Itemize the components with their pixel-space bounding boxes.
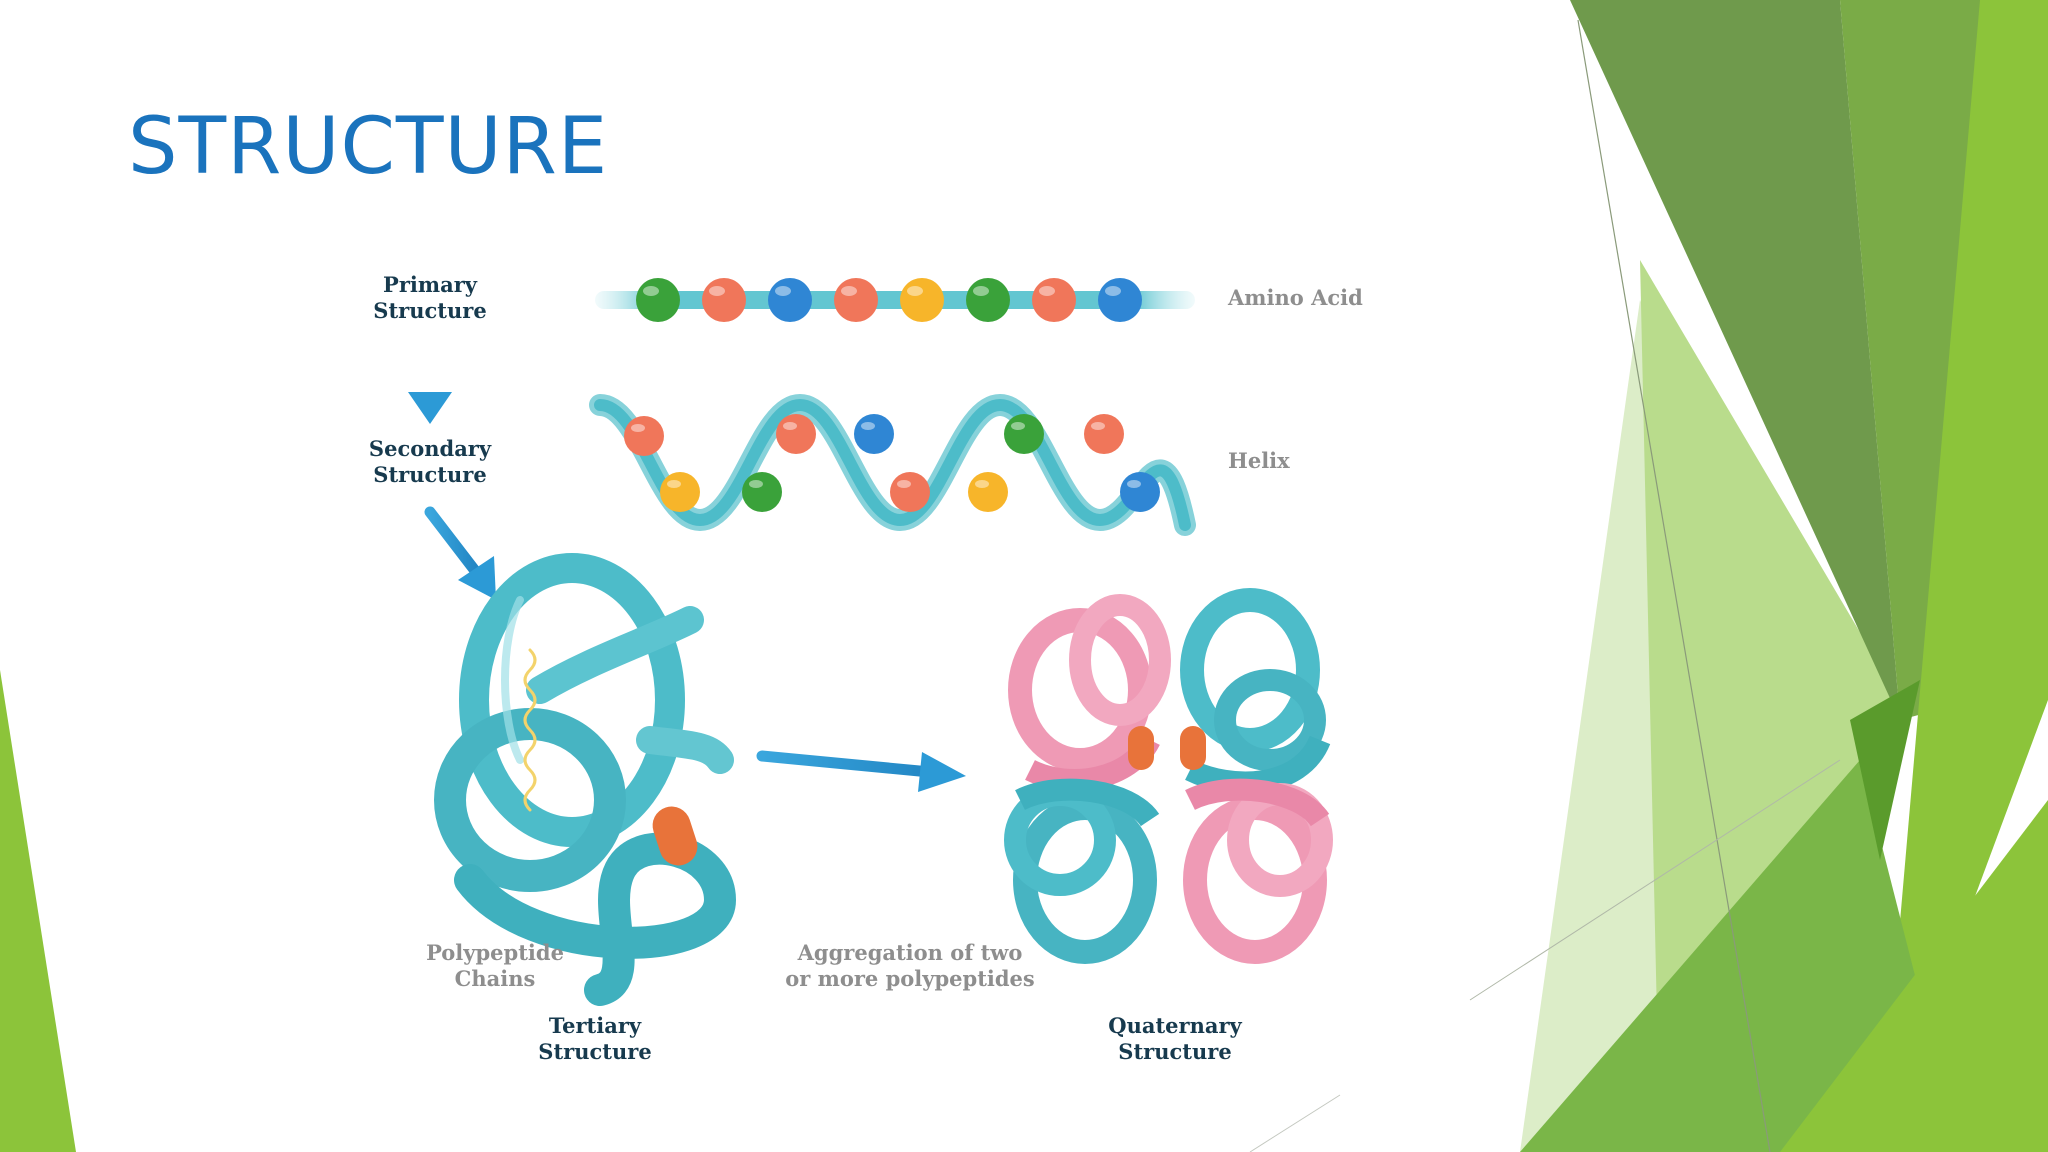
amino-acid-bead <box>636 278 680 322</box>
tertiary-orange-capsule <box>652 806 698 866</box>
right-dark-green-shape <box>1850 680 1920 860</box>
helix-bead <box>624 416 664 456</box>
quaternary-capsule-1 <box>1128 726 1154 770</box>
primary-structure-label: Primary Structure <box>340 272 520 324</box>
thin-line-1 <box>1577 19 1771 1152</box>
tertiary-right-tail <box>636 726 734 774</box>
amino-acid-bead <box>768 278 812 322</box>
helix-bead <box>854 414 894 454</box>
secondary-structure-label: Secondary Structure <box>340 436 520 488</box>
tertiary-highlight <box>501 596 524 764</box>
helix-bead <box>968 472 1008 512</box>
helix-bead <box>776 414 816 454</box>
secondary-to-tertiary-arrow <box>424 506 496 600</box>
primary-to-secondary-arrow <box>408 334 452 424</box>
helix-ribbon-front <box>594 398 1191 531</box>
tertiary-loop-left <box>434 708 626 892</box>
tertiary-to-quaternary-arrow <box>756 750 966 792</box>
tertiary-structure-label: Tertiary Structure <box>500 1013 690 1065</box>
tertiary-crossing-band <box>526 606 704 704</box>
amino-acid-label: Amino Acid <box>1228 285 1363 310</box>
amino-acid-beads <box>636 278 1142 322</box>
quaternary-subunit-top-left <box>1008 594 1171 791</box>
left-green-shape <box>0 670 76 1152</box>
primary-label-line2: Structure <box>373 298 487 323</box>
right-bottom-lime-shape <box>1780 800 2048 1152</box>
quaternary-subunit-bottom-left <box>1004 778 1160 964</box>
primary-label-line1: Primary <box>383 272 477 297</box>
helix-ribbon <box>589 393 1196 536</box>
tertiary-label-line1: Tertiary <box>548 1013 642 1038</box>
helix-bead <box>1004 414 1044 454</box>
tertiary-label-line2: Structure <box>538 1039 652 1064</box>
thin-line-2 <box>1469 759 1841 1001</box>
aggregation-line1: Aggregation of two <box>797 940 1023 965</box>
helix-bead <box>1084 414 1124 454</box>
secondary-label-line1: Secondary <box>368 436 492 461</box>
right-lower-green-shape <box>1520 760 1960 1152</box>
polypeptide-line1: Polypeptide <box>426 940 564 965</box>
quaternary-structure-label: Quaternary Structure <box>1080 1013 1270 1065</box>
polypeptide-chains-label: Polypeptide Chains <box>400 940 590 992</box>
helix-bead <box>1120 472 1160 512</box>
amino-acid-bead <box>900 278 944 322</box>
secondary-label-line2: Structure <box>373 462 487 487</box>
quaternary-label-line1: Quaternary <box>1108 1013 1242 1038</box>
helix-bead <box>742 472 782 512</box>
tertiary-loop-main <box>459 553 685 847</box>
right-olive-green-shape <box>1570 0 1900 720</box>
helix-beads <box>624 414 1160 512</box>
helix-label: Helix <box>1228 448 1290 473</box>
tertiary-structure-fold <box>434 553 737 1006</box>
quaternary-capsule-2 <box>1180 726 1206 770</box>
amino-acid-bead <box>1098 278 1142 322</box>
amino-acid-bead <box>834 278 878 322</box>
slide-title: STRUCTURE <box>128 102 609 192</box>
tertiary-loop-lower <box>454 832 737 1006</box>
quaternary-label-line2: Structure <box>1118 1039 1232 1064</box>
thin-line-3 <box>1249 1094 1341 1152</box>
amino-acid-bead <box>966 278 1010 322</box>
quaternary-subunit-top-right <box>1180 588 1331 794</box>
right-upper-lime-shape <box>1880 0 2048 1152</box>
aggregation-line2: or more polypeptides <box>785 966 1035 991</box>
amino-acid-bead <box>1032 278 1076 322</box>
helix-bead <box>660 472 700 512</box>
polypeptide-line2: Chains <box>454 966 536 991</box>
quaternary-structure-complex <box>1004 588 1333 964</box>
tertiary-inner-helix <box>523 648 537 812</box>
amino-acid-chain <box>595 278 1195 322</box>
quaternary-subunit-bottom-right <box>1183 778 1333 964</box>
aggregation-label: Aggregation of two or more polypeptides <box>770 940 1050 992</box>
amino-acid-bead <box>702 278 746 322</box>
helix-bead <box>890 472 930 512</box>
